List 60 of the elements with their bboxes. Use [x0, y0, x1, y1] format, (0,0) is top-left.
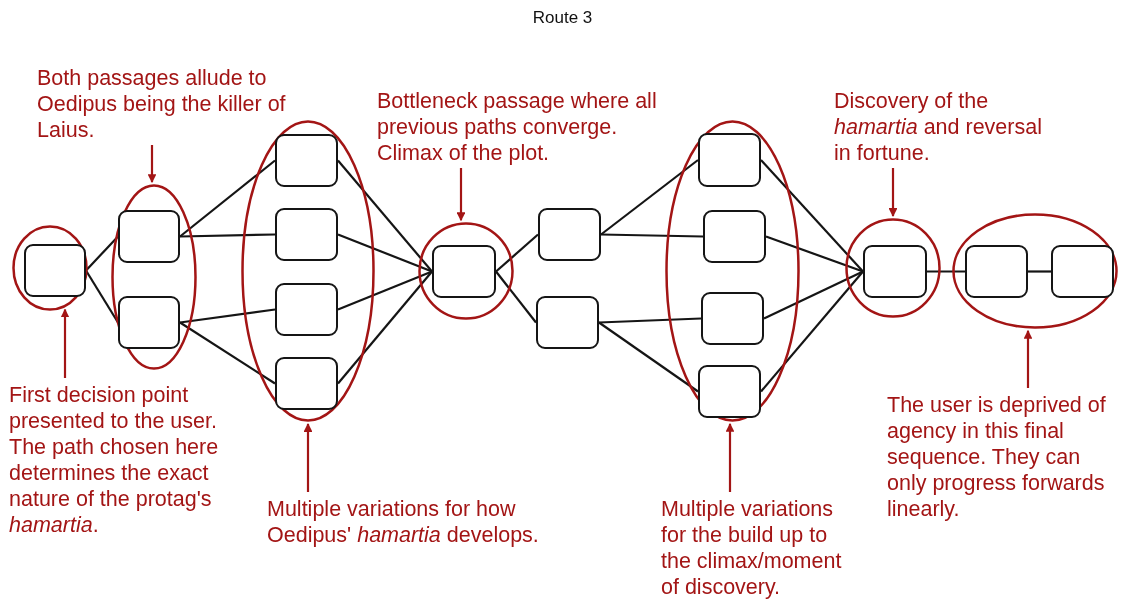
connector-line — [600, 233, 704, 238]
highlight-ellipse — [111, 184, 197, 370]
annotation-arrow — [456, 168, 466, 222]
passage-box — [275, 134, 338, 187]
passage-box — [536, 296, 599, 349]
annotation-arrow — [60, 308, 70, 378]
connector-line — [1028, 270, 1051, 273]
passage-box — [24, 244, 86, 297]
annotation-text: Bottleneck passage where all previous paths converge. Climax of the plot. — [377, 88, 682, 166]
connector-line — [598, 321, 699, 393]
passage-box — [538, 208, 601, 261]
connector-line — [337, 270, 433, 385]
highlight-ellipse — [665, 120, 800, 422]
connector-line — [495, 270, 537, 324]
annotation-text: Multiple variations for how Oedipus' hamartia develops. — [267, 496, 562, 548]
annotation-arrow — [1023, 329, 1033, 388]
connector-line — [600, 159, 699, 236]
passage-box — [118, 210, 180, 263]
connector-line — [495, 233, 539, 273]
passage-box — [698, 365, 761, 418]
connector-line — [179, 321, 276, 385]
highlight-ellipse — [418, 222, 514, 320]
annotation-text: First decision point presented to the user. The path chosen here determines the exact nature of the protag's hamartia. — [9, 382, 229, 564]
passage-box — [703, 210, 766, 263]
passage-box — [275, 283, 338, 336]
connector-line — [179, 159, 276, 238]
connector-line — [598, 317, 702, 324]
connector-line — [179, 308, 276, 324]
passage-box — [863, 245, 927, 298]
passage-box — [432, 245, 496, 298]
annotation-arrow — [303, 423, 313, 492]
connector-line — [760, 270, 864, 393]
connector-line — [337, 233, 433, 273]
passage-box — [275, 357, 338, 410]
annotation-text: Multiple variations for the build up to the climax/moment of discovery. — [661, 496, 861, 600]
highlight-ellipse — [241, 120, 375, 422]
annotation-arrow — [888, 168, 898, 217]
annotation-text: Both passages allude to Oedipus being the killer of Laius. — [37, 65, 292, 143]
connector-line — [85, 269, 119, 324]
connector-line — [763, 270, 864, 320]
annotation-text: The user is deprived of agency in this final sequence. They can only progress forwards linearly. — [887, 392, 1123, 522]
highlight-ellipse — [12, 225, 88, 311]
connector-line — [337, 159, 433, 273]
passage-box — [275, 208, 338, 261]
connector-line — [927, 270, 965, 273]
annotation-arrow — [147, 145, 157, 183]
connector-line — [760, 159, 864, 273]
annotation-text: Discovery of the hamartia and reversal in fortune. — [834, 88, 1062, 166]
passage-box — [118, 296, 180, 349]
annotation-arrow — [725, 423, 735, 492]
passage-box — [698, 133, 761, 187]
connector-line — [765, 235, 864, 273]
passage-box — [965, 245, 1028, 298]
connector-line — [337, 270, 433, 311]
highlight-ellipse — [952, 213, 1118, 329]
diagram-title: Route 3 — [531, 8, 594, 28]
passage-box — [701, 292, 764, 345]
highlight-ellipse — [845, 218, 941, 318]
connector-line — [179, 233, 276, 238]
passage-box — [1051, 245, 1114, 298]
